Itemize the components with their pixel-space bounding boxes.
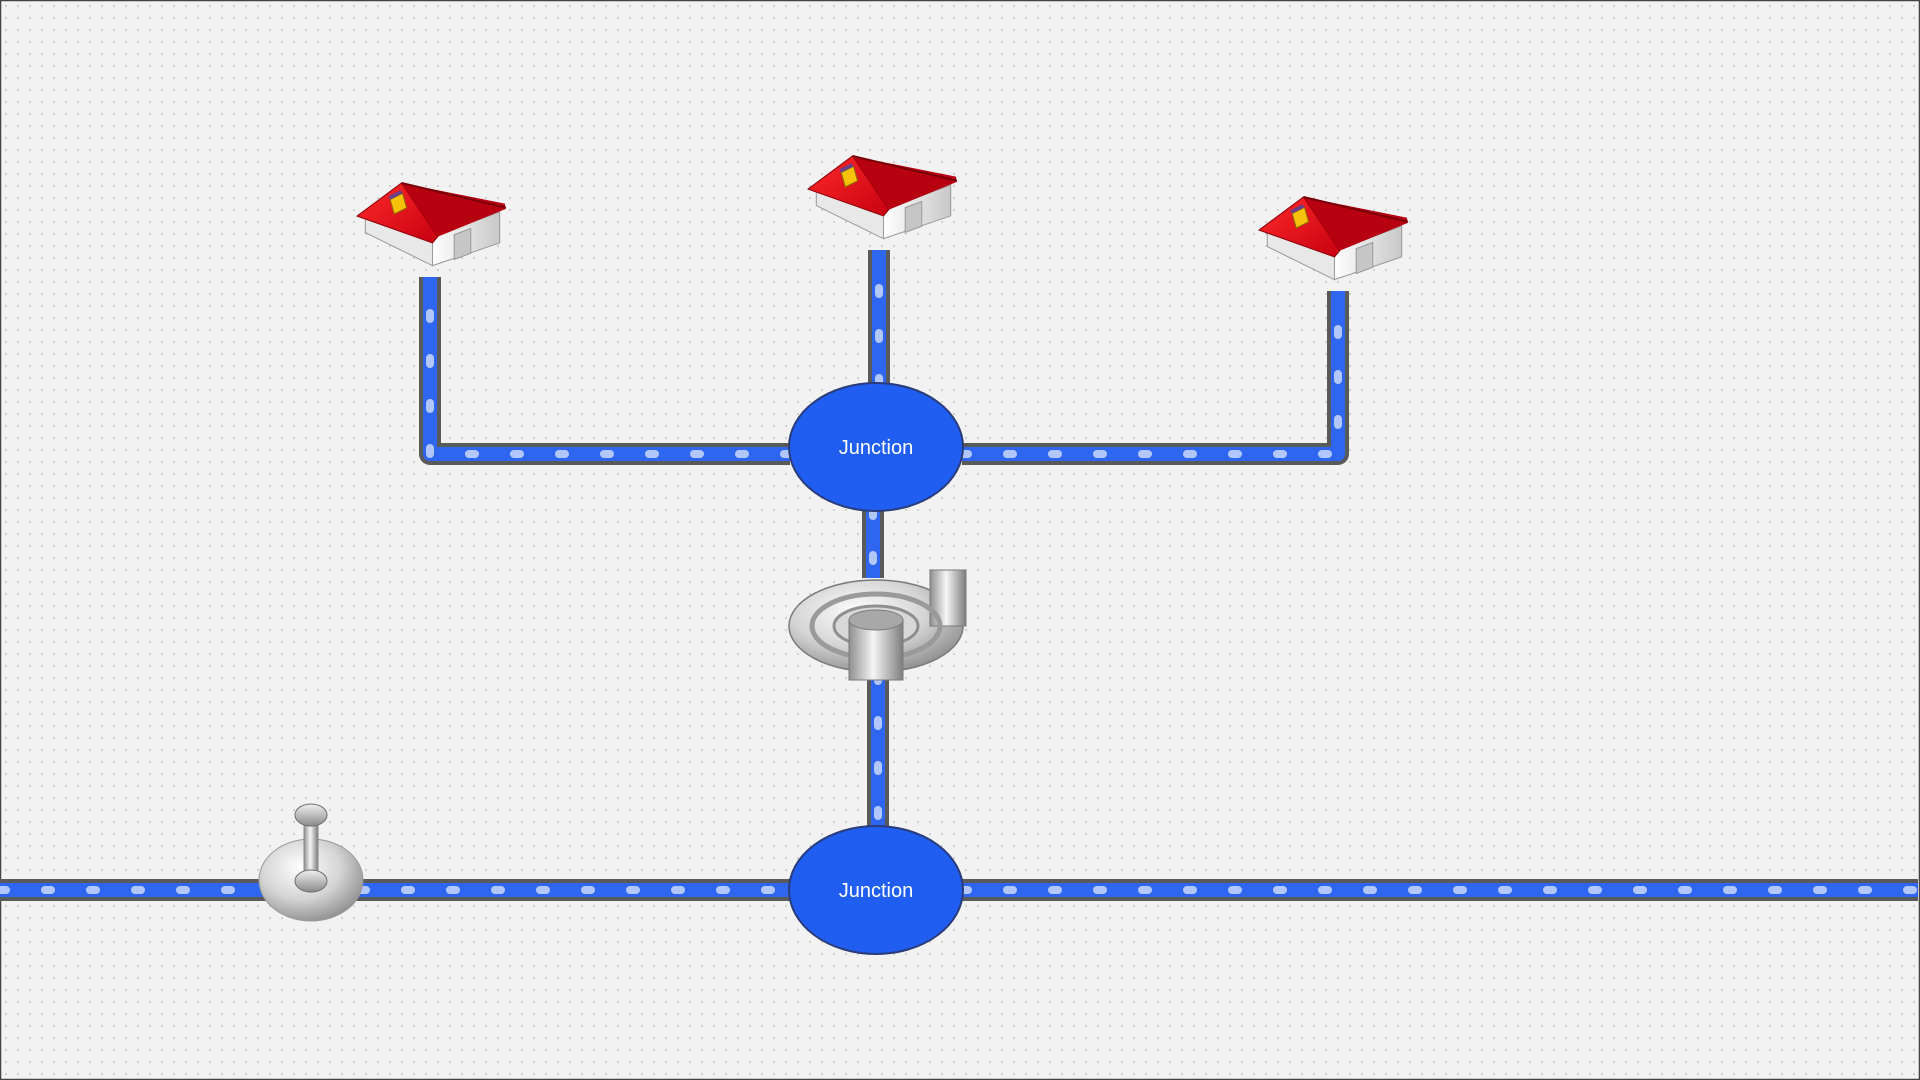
pipes-layer [0, 246, 1920, 901]
centrifugal-pump-icon[interactable] [788, 569, 967, 681]
upper-junction[interactable]: Junction [788, 382, 964, 512]
upper-junction-label: Junction [839, 437, 914, 459]
lower-junction-label: Junction [839, 880, 914, 902]
valve-icon[interactable] [258, 803, 364, 922]
branch-pipe-left-flow-droplets [426, 273, 794, 458]
branch-pipe-right[interactable] [962, 291, 1345, 461]
lower-junction[interactable]: Junction [788, 825, 964, 955]
